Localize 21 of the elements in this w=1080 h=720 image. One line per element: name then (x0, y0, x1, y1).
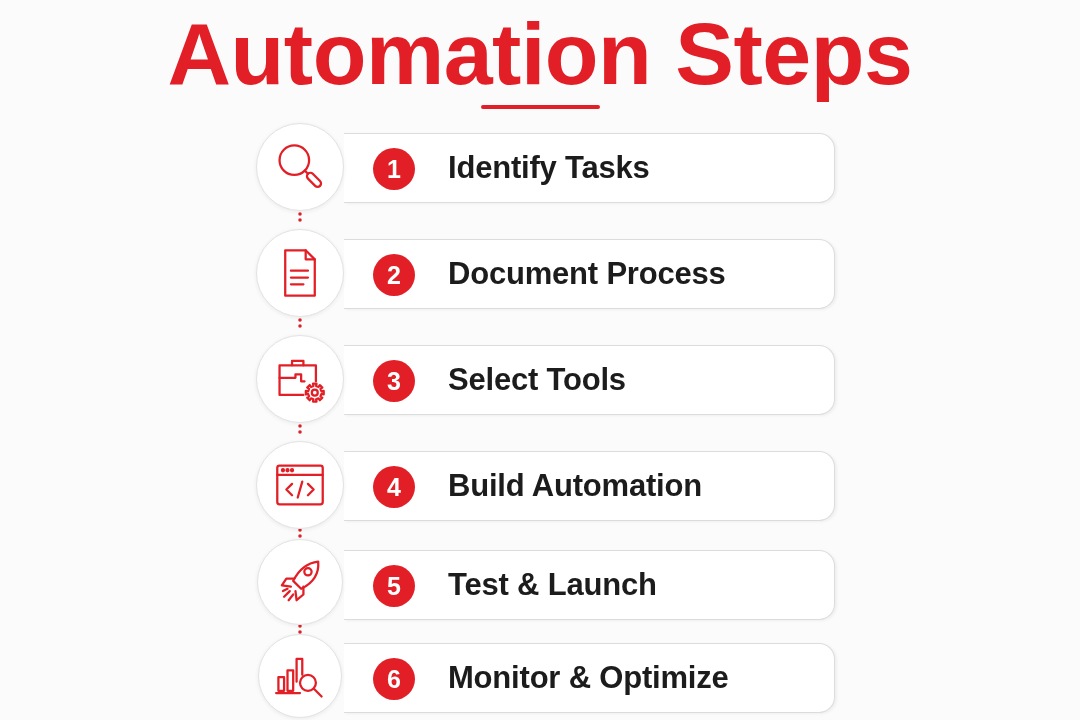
step-card (344, 239, 835, 309)
step-card (344, 451, 835, 521)
step-number: 4 (373, 466, 415, 508)
step-card (344, 133, 835, 203)
step-number: 2 (373, 254, 415, 296)
dotted-connector (298, 528, 302, 540)
step-number: 3 (373, 360, 415, 402)
step-card (344, 550, 835, 620)
step-title: Select Tools (448, 362, 626, 398)
step-number: 6 (373, 658, 415, 700)
title: Automation Steps (167, 8, 913, 101)
step-card (344, 345, 835, 415)
step-number: 5 (373, 565, 415, 607)
step-number: 1 (373, 148, 415, 190)
step-card (344, 643, 835, 713)
step-title: Identify Tasks (448, 150, 650, 186)
step-title: Test & Launch (448, 567, 657, 603)
dotted-connector (298, 624, 302, 635)
step-title: Document Process (448, 256, 726, 292)
step-title: Build Automation (448, 468, 702, 504)
step-title: Monitor & Optimize (448, 660, 729, 696)
